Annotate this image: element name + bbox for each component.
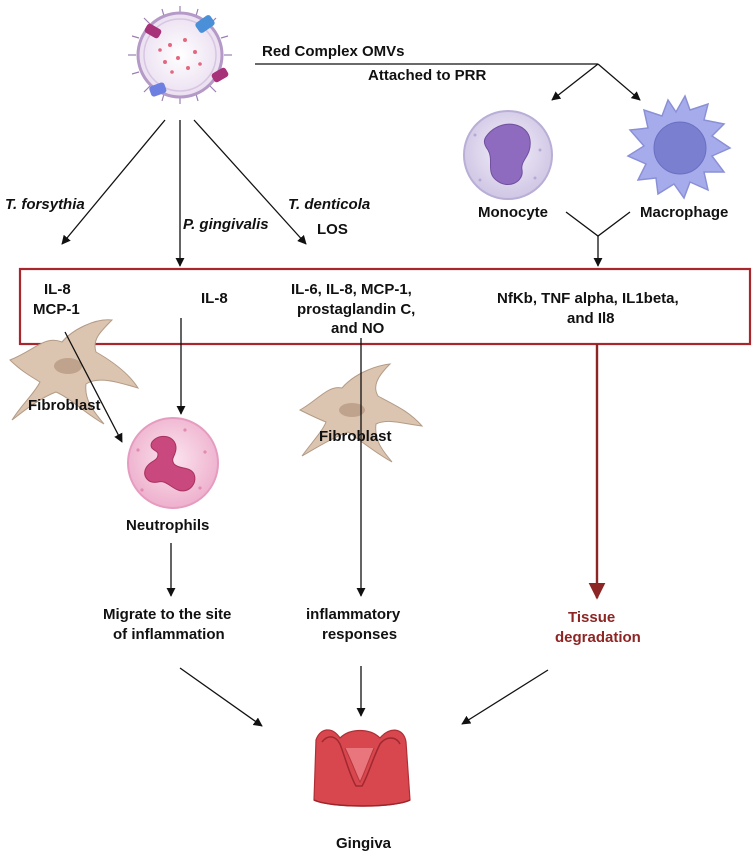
fibroblast-left-icon [9,319,140,425]
migrate-label-line1: Migrate to the site [103,606,231,623]
monocyte-cell-icon [463,110,553,200]
cytokine-col3-line1: IL-6, IL-8, MCP-1, [291,281,412,298]
tissue-label-line2: degradation [555,629,641,646]
macrophage-label: Macrophage [640,204,728,221]
cytokine-box [18,267,752,346]
t-forsythia-label: T. forsythia [5,196,85,213]
cytokine-col2: IL-8 [201,290,228,307]
cytokine-col1-line1: IL-8 [44,281,71,298]
migrate-label-line2: of inflammation [113,626,225,643]
los-label: LOS [317,221,348,238]
neutrophil-cell-icon [127,417,219,509]
fibroblast-mid-label: Fibroblast [319,428,392,445]
arrow-to-monocyte [551,63,599,101]
inflammatory-label-line2: responses [322,626,397,643]
fibroblast-left-label: Fibroblast [28,397,101,414]
cytokine-col4-line1: NfKb, TNF alpha, IL1beta, [497,290,679,307]
neutrophils-label: Neutrophils [126,517,209,534]
merge-bracket [565,211,631,237]
inflammatory-label-line1: inflammatory [306,606,401,623]
t-denticola-label: T. denticola [288,196,370,213]
macrophage-cell-icon [626,94,732,200]
monocyte-label: Monocyte [478,204,548,221]
tissue-label-line1: Tissue [568,609,615,626]
prr-label: Attached to PRR [368,67,487,84]
arrow-t-denticola [193,119,307,245]
cytokine-col3-line3: and NO [331,320,385,337]
omv-label: Red Complex OMVs [262,43,405,60]
p-gingivalis-label: P. gingivalis [183,216,269,233]
gingiva-tissue-icon [313,729,411,807]
arrow-to-macrophage [597,63,641,101]
omv-vesicle-icon [128,6,232,104]
arrow-tissue-to-gingiva [461,669,549,725]
gingiva-label: Gingiva [336,835,392,852]
cytokine-col1-line2: MCP-1 [33,301,80,318]
cytokine-col3-line2: prostaglandin C, [297,301,415,318]
cytokine-col4-line2: and Il8 [567,310,615,327]
arrow-t-forsythia [61,119,166,245]
arrow-il8-to-neutrophil [64,331,123,443]
arrow-migrate-to-gingiva [179,667,263,727]
